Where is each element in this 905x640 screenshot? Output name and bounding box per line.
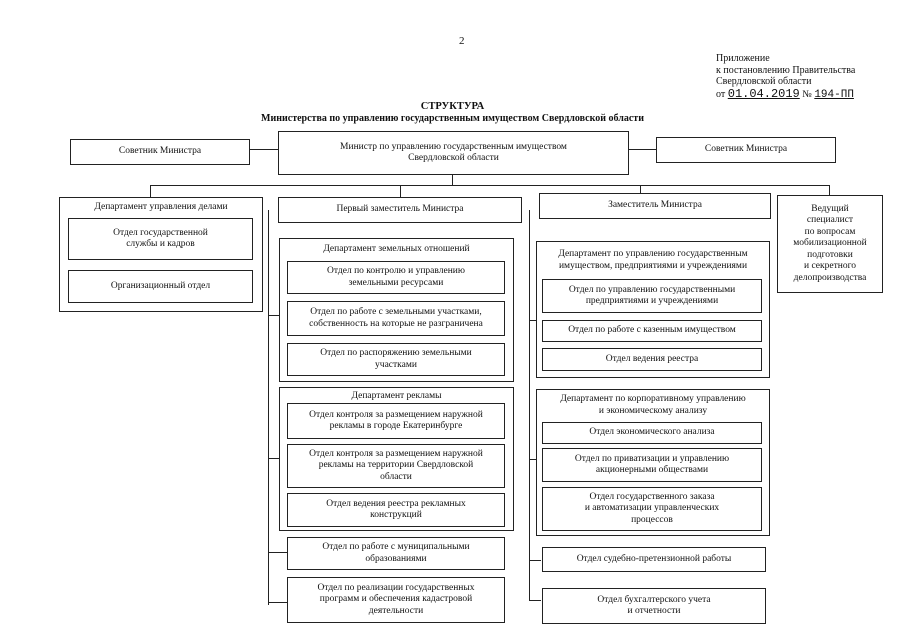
connector-line bbox=[628, 149, 656, 150]
connector-line bbox=[268, 458, 279, 459]
dept-land-relations-title: Департамент земельных отношений bbox=[323, 244, 470, 254]
connector-line bbox=[529, 210, 530, 600]
minister-box: Министр по управлению государственным им… bbox=[278, 131, 629, 175]
unit-box: Организационный отдел bbox=[68, 270, 253, 303]
appendix-line: к постановлению Правительства bbox=[716, 64, 856, 76]
deputy-box: Заместитель Министра bbox=[539, 193, 771, 219]
connector-line bbox=[529, 320, 536, 321]
unit-box: Отдел по контролю и управлению земельным… bbox=[287, 261, 505, 294]
connector-line bbox=[829, 185, 830, 195]
unit-box: Отдел по управлению государственными пре… bbox=[542, 279, 762, 313]
document-title: СТРУКТУРА bbox=[420, 101, 485, 112]
advisor-left-box: Советник Министра bbox=[70, 139, 250, 165]
unit-box: Отдел по реализации государственных прог… bbox=[287, 577, 505, 623]
connector-line bbox=[268, 315, 279, 316]
connector-line bbox=[529, 600, 541, 601]
connector-line bbox=[400, 185, 401, 197]
unit-box: Отдел экономического анализа bbox=[542, 422, 762, 444]
dept-corporate-title: Департамент по корпоративному управлению… bbox=[560, 394, 746, 416]
page-number: 2 bbox=[459, 35, 465, 47]
connector-line bbox=[249, 149, 278, 150]
connector-line bbox=[268, 552, 287, 553]
connector-line bbox=[268, 210, 269, 605]
appendix-date: 01.04.2019 bbox=[727, 86, 800, 101]
unit-box: Отдел ведения реестра рекламных конструк… bbox=[287, 493, 505, 527]
unit-box: Отдел по работе с казенным имуществом bbox=[542, 320, 762, 342]
unit-box: Отдел государственного заказа и автомати… bbox=[542, 487, 762, 531]
unit-box: Отдел судебно-претензионной работы bbox=[542, 547, 766, 572]
dept-advertising-title: Департамент рекламы bbox=[351, 391, 442, 401]
connector-line bbox=[529, 560, 541, 561]
appendix-number: 194-ПП bbox=[814, 88, 854, 101]
appendix-from: от bbox=[716, 88, 726, 100]
dept-property-title: Департамент по управлению государственны… bbox=[558, 249, 748, 271]
leading-specialist-box: Ведущий специалист по вопросам мобилизац… bbox=[777, 195, 883, 293]
connector-line bbox=[452, 175, 453, 185]
connector-line bbox=[268, 602, 287, 603]
connector-line bbox=[529, 459, 536, 460]
first-deputy-box: Первый заместитель Министра bbox=[278, 197, 522, 223]
unit-box: Отдел ведения реестра bbox=[542, 348, 762, 371]
appendix-line: Приложение bbox=[716, 53, 770, 64]
unit-box: Отдел по работе с земельными участками, … bbox=[287, 301, 505, 336]
unit-box: Отдел бухгалтерского учета и отчетности bbox=[542, 588, 766, 624]
appendix-block: Приложение к постановлению Правительства… bbox=[716, 53, 855, 101]
connector-line bbox=[640, 185, 641, 197]
unit-box: Отдел государственной службы и кадров bbox=[68, 218, 253, 260]
appendix-line: Свердловской области bbox=[716, 76, 812, 87]
unit-box: Отдел контроля за размещением наружной р… bbox=[287, 444, 505, 488]
unit-box: Отдел по распоряжению земельными участка… bbox=[287, 343, 505, 376]
unit-box: Отдел по работе с муниципальными образов… bbox=[287, 537, 505, 570]
unit-box: Отдел контроля за размещением наружной р… bbox=[287, 403, 505, 439]
connector-line bbox=[150, 185, 151, 197]
appendix-decree: от 01.04.2019 № 194-ПП bbox=[716, 86, 855, 102]
unit-box: Отдел по приватизации и управлению акцио… bbox=[542, 448, 762, 482]
connector-line bbox=[150, 185, 830, 186]
appendix-number-sign: № bbox=[802, 88, 812, 100]
document-subtitle: Министерства по управлению государственн… bbox=[261, 113, 644, 124]
dept-administration-title: Департамент управления делами bbox=[94, 202, 228, 212]
advisor-right-box: Советник Министра bbox=[656, 137, 836, 163]
